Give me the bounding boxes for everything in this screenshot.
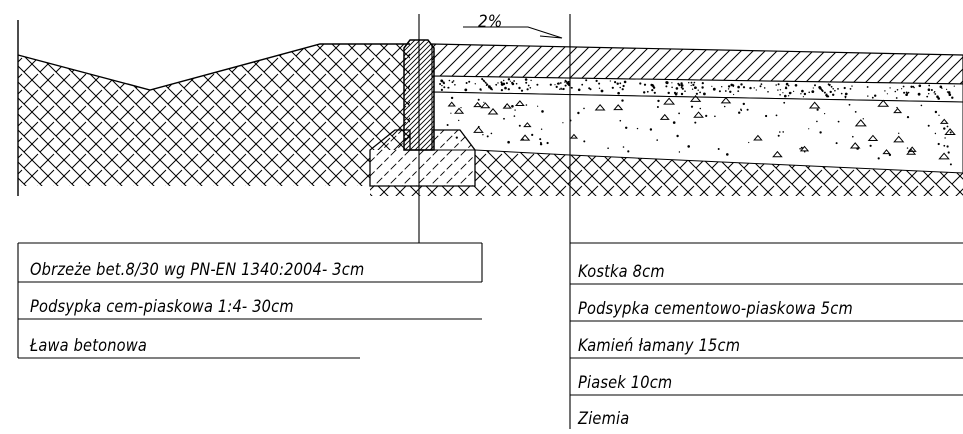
crushed-stone-marks (446, 95, 956, 166)
right-layer-label-crushed-stone: Kamień łamany 15cm (578, 336, 741, 356)
left-layer-label-curb: Obrzeże bet.8/30 wg PN-EN 1340:2004- 3cm (30, 260, 365, 280)
slope-label: 2% (478, 12, 503, 32)
right-layer-label-paving: Kostka 8cm (578, 262, 665, 282)
right-layer-label-bedding: Podsypka cementowo-piaskowa 5cm (578, 299, 853, 319)
right-legend-table (570, 242, 963, 396)
slope-arrow (463, 26, 563, 39)
earth-left-hatch (18, 44, 410, 196)
left-legend-table (17, 242, 483, 359)
earth-below-road-hatch (475, 150, 963, 196)
left-layer-label-bedding: Podsypka cem-piaskowa 1:4- 30cm (30, 297, 294, 317)
right-layer-label-soil: Ziemia (578, 409, 630, 429)
bedding-dots (439, 78, 955, 100)
earth-under-bench-hatch (370, 186, 475, 196)
right-layer-label-sand: Piasek 10cm (578, 373, 673, 393)
ground-surface-line (17, 43, 410, 91)
left-layer-label-bench: Ława betonowa (30, 336, 148, 356)
